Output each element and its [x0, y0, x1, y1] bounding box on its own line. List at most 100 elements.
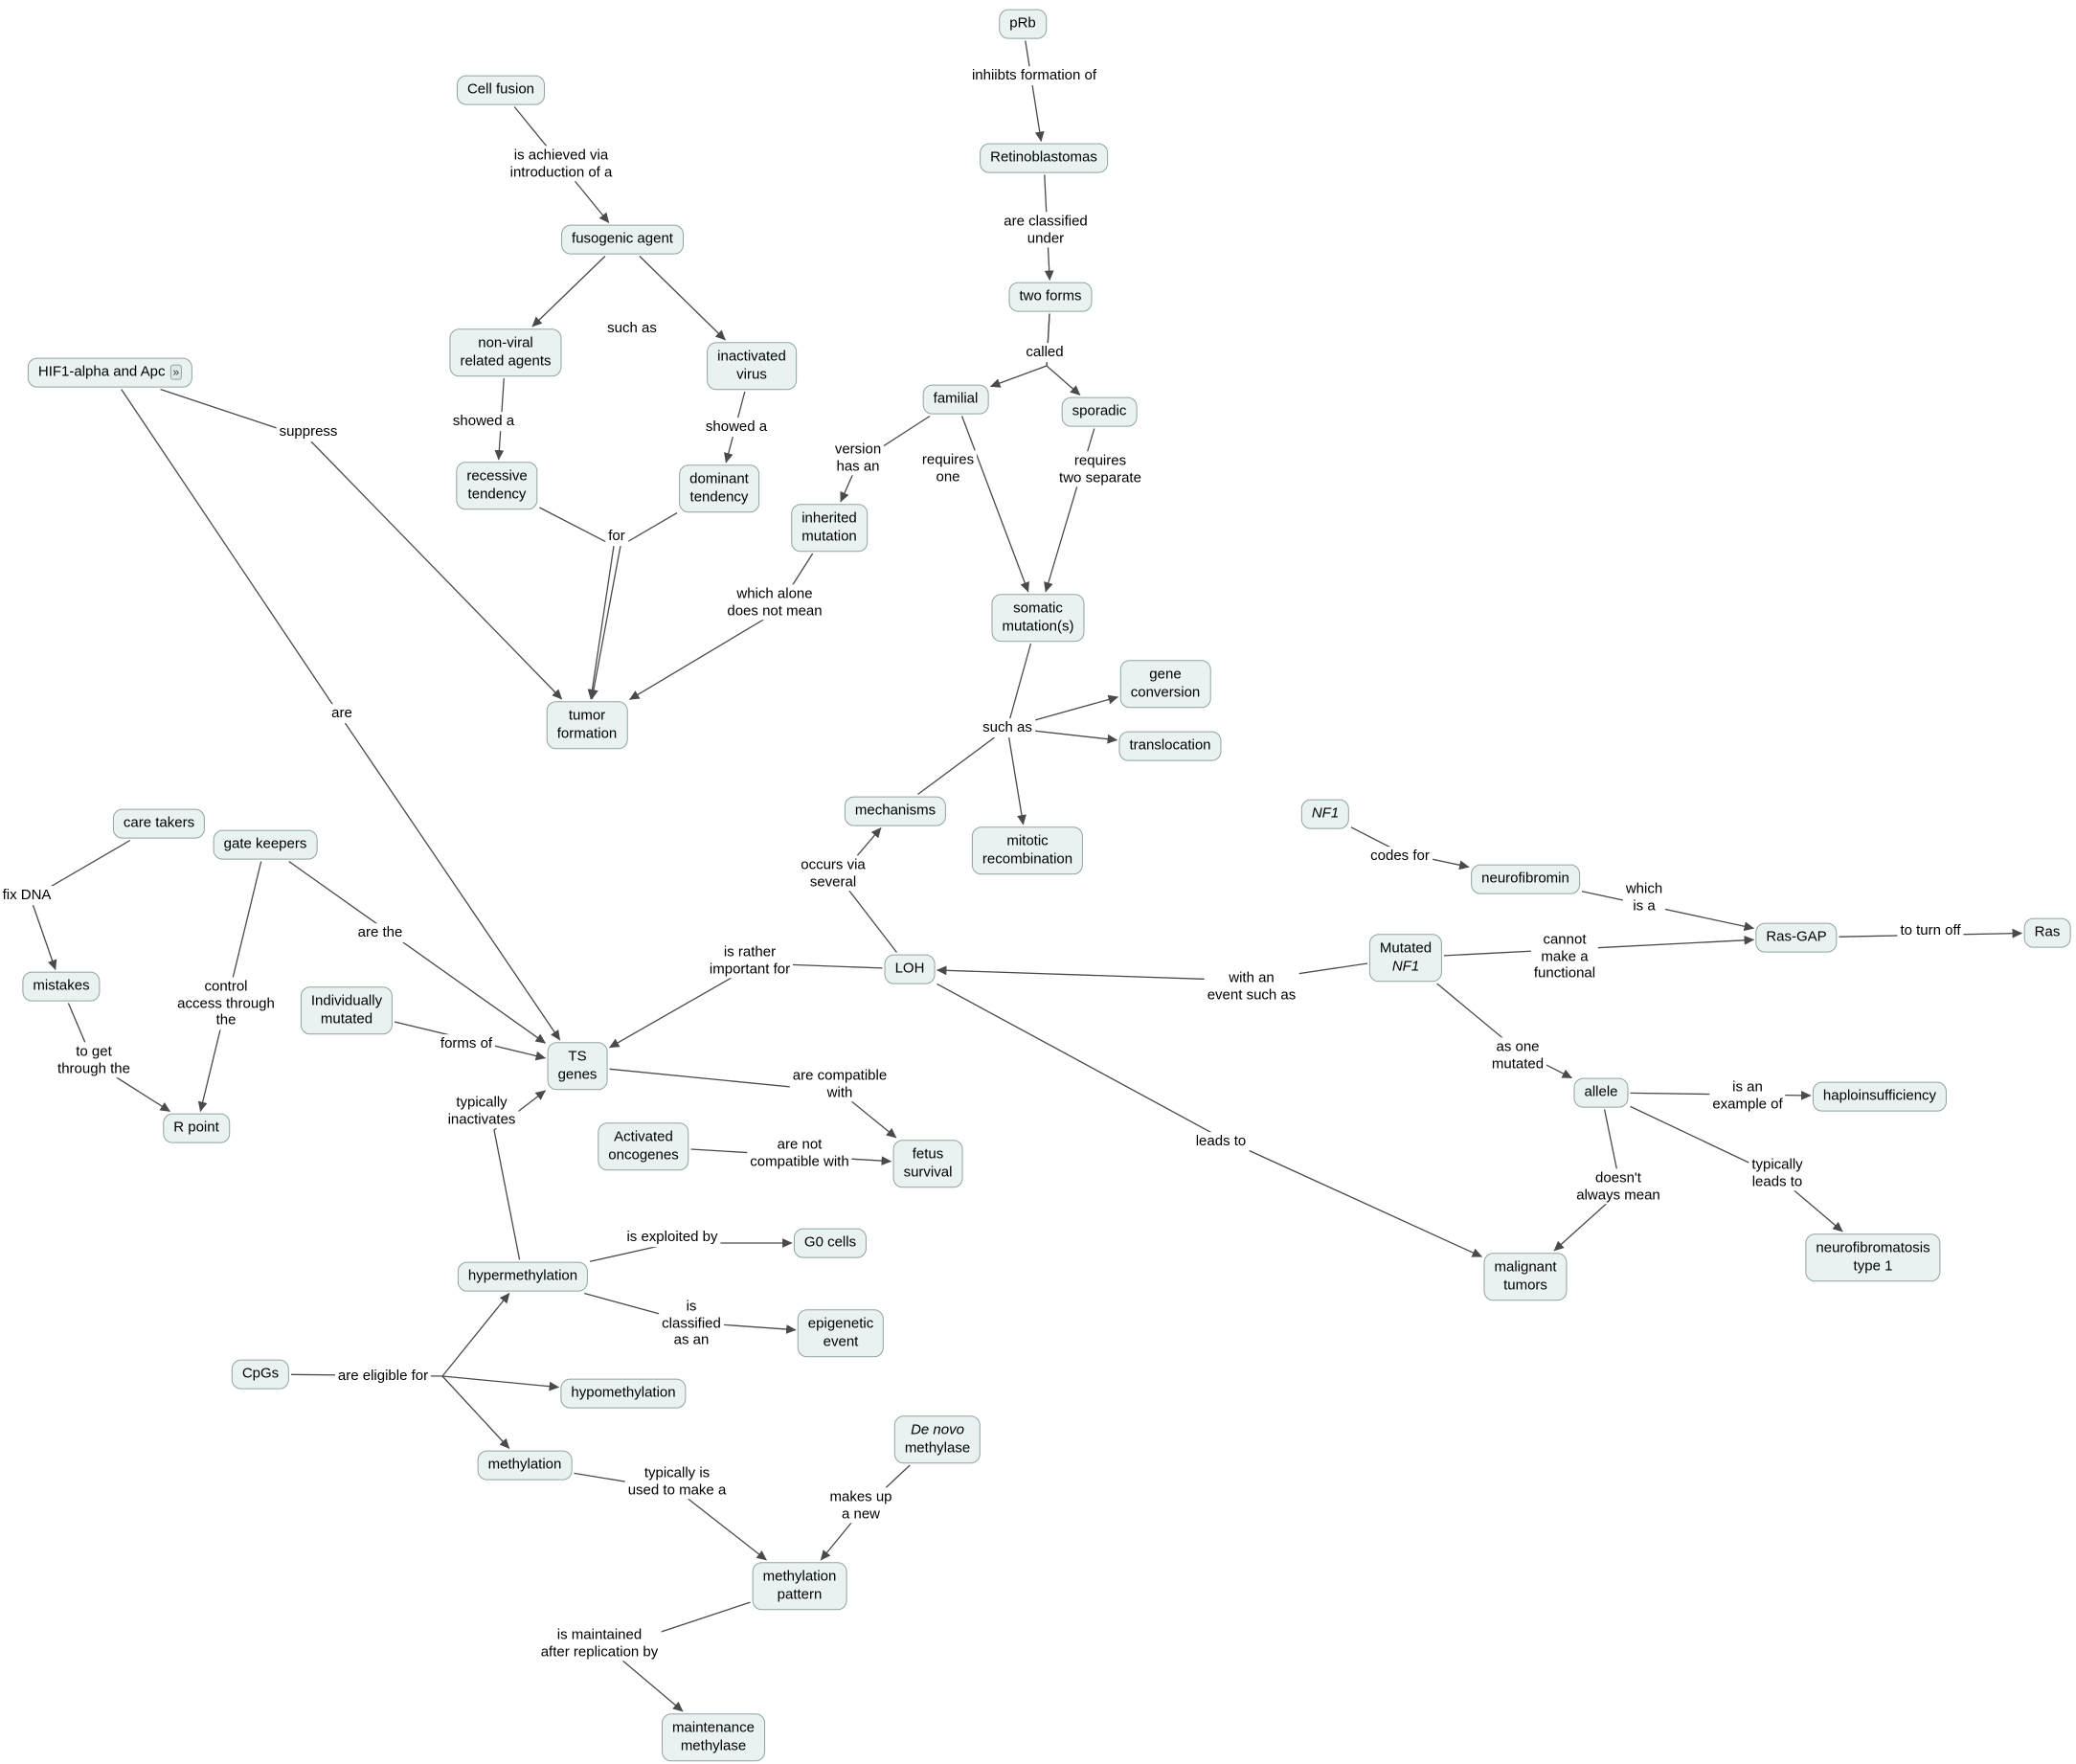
link-label-suppress[interactable]: suppress: [276, 422, 341, 441]
edge-junction--hypermethylation: [441, 1293, 510, 1377]
edge-mutated-nf1--loh: [936, 962, 1368, 982]
node-line: G0 cells: [803, 1233, 857, 1251]
node-ras-gap[interactable]: Ras-GAP: [1755, 922, 1838, 953]
node-line: inactivated: [717, 348, 786, 365]
link-label-are-eligible-for[interactable]: are eligible for: [334, 1367, 432, 1386]
link-label-are[interactable]: are: [328, 704, 355, 723]
node-allele[interactable]: allele: [1573, 1077, 1629, 1108]
node-neurofibromin[interactable]: neurofibromin: [1471, 864, 1580, 894]
node-prb[interactable]: pRb: [999, 9, 1047, 39]
link-label-called[interactable]: called: [1023, 343, 1067, 362]
node-gate-keepers[interactable]: gate keepers: [213, 829, 318, 860]
node-hif1-apc[interactable]: HIF1-alpha and Apc»: [27, 357, 193, 388]
node-g0-cells[interactable]: G0 cells: [793, 1228, 868, 1258]
node-cpgs[interactable]: CpGs: [231, 1359, 290, 1390]
link-label-line: a new: [841, 1505, 881, 1522]
link-label-forms-of[interactable]: forms of: [437, 1034, 496, 1053]
link-label-to-turn-off[interactable]: to turn off: [1897, 921, 1964, 940]
resource-expand-icon[interactable]: »: [169, 365, 183, 380]
link-label-line: showed a: [705, 418, 768, 436]
link-label-leads-to[interactable]: leads to: [1192, 1132, 1250, 1151]
node-haploinsufficiency[interactable]: haploinsufficiency: [1812, 1081, 1948, 1112]
node-care-takers[interactable]: care takers: [112, 808, 206, 839]
link-label-such-as-1[interactable]: such as: [604, 319, 660, 338]
node-loh[interactable]: LOH: [884, 954, 936, 984]
node-cell-fusion[interactable]: Cell fusion: [456, 75, 546, 105]
node-line: related agents: [460, 352, 552, 369]
node-line: R point: [173, 1119, 219, 1136]
node-mistakes[interactable]: mistakes: [22, 971, 101, 1002]
link-label-showed-a-right[interactable]: showed a: [702, 418, 771, 437]
node-familial[interactable]: familial: [922, 384, 989, 415]
node-hypomethylation[interactable]: hypomethylation: [560, 1378, 687, 1409]
node-ras[interactable]: Ras: [2023, 917, 2071, 948]
node-two-forms[interactable]: two forms: [1008, 282, 1093, 312]
link-label-are-the[interactable]: are the: [354, 923, 406, 942]
node-r-point[interactable]: R point: [163, 1113, 230, 1143]
edge-neurofibromin--ras-gap: [1581, 891, 1755, 932]
node-mechanisms[interactable]: mechanisms: [844, 796, 947, 826]
link-label-such-as-2[interactable]: such as: [980, 718, 1035, 737]
node-retinoblastomas[interactable]: Retinoblastomas: [980, 143, 1108, 173]
link-label-is-exploited-by[interactable]: is exploited by: [623, 1228, 721, 1247]
node-translocation[interactable]: translocation: [1118, 731, 1222, 761]
link-label-inhiibts-formation-of[interactable]: inhiibts formation of: [968, 66, 1100, 85]
link-label-codes-for[interactable]: codes for: [1367, 847, 1433, 866]
link-label-showed-a-left[interactable]: showed a: [449, 412, 518, 431]
link-label-line: doesn't: [1595, 1169, 1641, 1187]
link-label-for[interactable]: for: [605, 527, 628, 546]
link-label-fix-dna[interactable]: fix DNA: [0, 886, 55, 905]
node-methylation[interactable]: methylation: [477, 1450, 573, 1481]
node-nf1[interactable]: NF1: [1300, 799, 1350, 829]
node-hypermethylation[interactable]: hypermethylation: [457, 1261, 589, 1292]
node-label: methylation: [488, 1457, 562, 1475]
node-fusogenic-agent[interactable]: fusogenic agent: [561, 224, 684, 255]
node-sporadic[interactable]: sporadic: [1061, 396, 1138, 427]
